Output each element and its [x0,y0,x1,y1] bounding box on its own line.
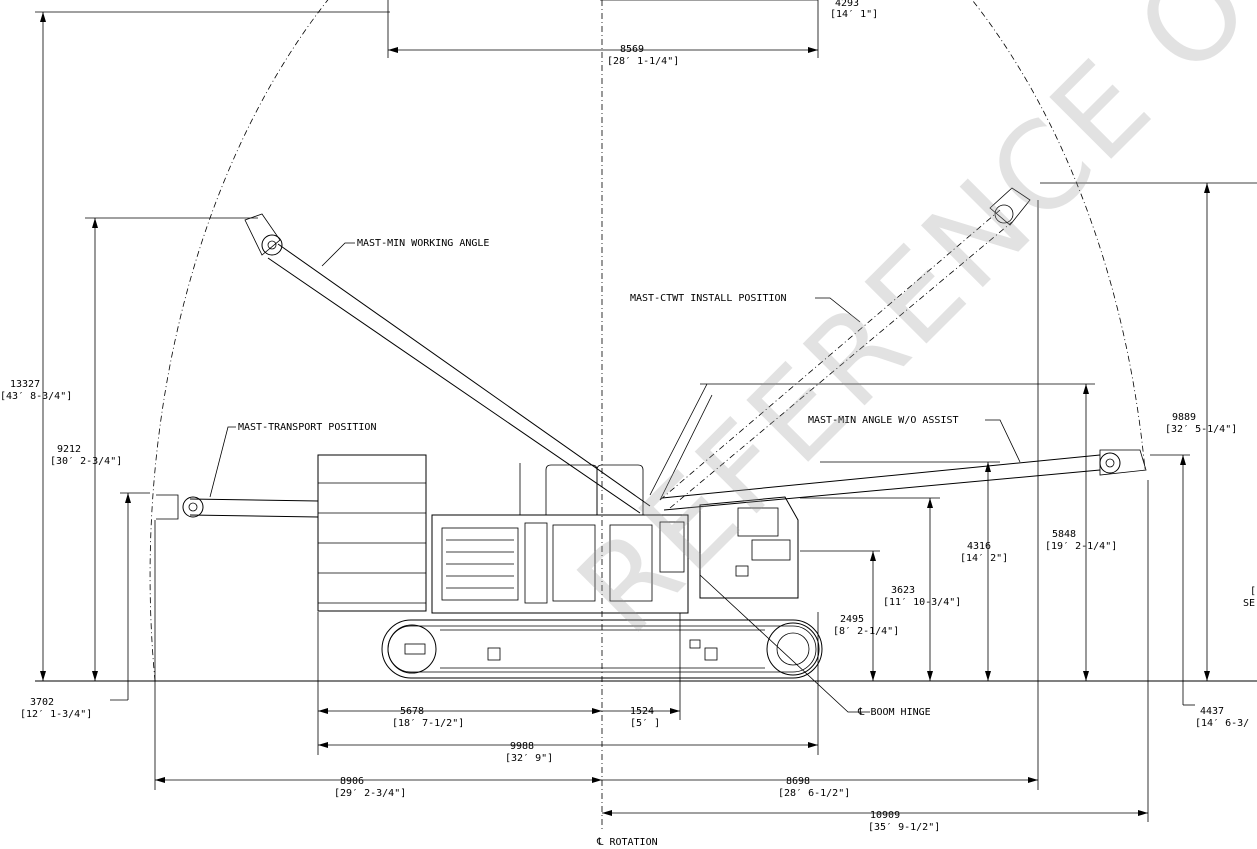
dim-front-reach-value: 8698 [786,776,810,787]
callout-labels: MAST-MIN WORKING ANGLE MAST-TRANSPORT PO… [238,238,1256,848]
dim-transport-height-value: 3702 [30,697,54,708]
dim-track-length-imperial: [32′ 9"] [505,753,553,764]
dim-min-angle-height-imperial: [19′ 2-1/4"] [1045,541,1117,552]
dim-min-working-height-value: 9212 [57,444,81,455]
dim-tail-radius-value: 5678 [400,706,424,717]
dim-rear-reach-imperial: [29′ 2-3/4"] [334,788,406,799]
dim-min-working-height-imperial: [30′ 2-3/4"] [50,456,122,467]
dim-boom-hinge-height-imperial: [8′ 2-1/4"] [833,626,899,637]
edge-fragment-bracket: [ [1250,586,1256,597]
callout-ctwt-install: MAST-CTWT INSTALL POSITION [630,293,787,304]
dim-max-reach-value: 10909 [870,810,900,821]
dim-track-length-value: 9988 [510,741,534,752]
mast-swing-arc [149,0,1146,682]
mast-min-angle-no-assist [661,449,1147,511]
dim-deck-height-imperial: [11′ 10-3/4"] [883,597,961,608]
dim-transport-height-imperial: [12′ 1-3/4"] [20,709,92,720]
callout-min-working-angle: MAST-MIN WORKING ANGLE [357,238,489,249]
callout-min-angle-no-assist: MAST-MIN ANGLE W/O ASSIST [808,415,959,426]
dim-ctwt-install-height-imperial: [32′ 5-1/4"] [1165,424,1237,435]
vertical-dimension-lines [40,12,1210,705]
callout-rotation: ℄ ROTATION [596,837,658,848]
dim-hinge-offset-value: 1524 [630,706,654,717]
dim-top-width-value: 4293 [835,0,859,9]
upper-house [431,463,689,614]
dim-mast-span-imperial: [28′ 1-1/4"] [607,56,679,67]
crawler-track [381,619,823,679]
dim-deck-height-value: 3623 [891,585,915,596]
callout-boom-hinge: ℄ BOOM HINGE [857,707,931,718]
dim-hinge-offset-imperial: [5′ ] [630,718,660,729]
dim-overall-height-value: 13327 [10,379,40,390]
dim-cab-height-imperial: [14′ 2"] [960,553,1008,564]
mast-min-working [244,213,651,514]
dim-boom-hinge-height-value: 2495 [840,614,864,625]
extension-lines [35,0,1257,822]
dim-ctwt-install-height-value: 9889 [1172,412,1196,423]
operator-cab [699,496,799,599]
dim-rear-reach-value: 8906 [340,776,364,787]
dim-min-angle-height-value: 5848 [1052,529,1076,540]
dim-overall-height-imperial: [43′ 8-3/4"] [0,391,72,402]
dim-front-reach-imperial: [28′ 6-1/2"] [778,788,850,799]
dim-mast-span-value: 8569 [620,44,644,55]
callout-transport-position: MAST-TRANSPORT POSITION [238,422,376,433]
horizontal-dimension-lines [155,0,1148,816]
counterweight-stack [317,454,427,612]
dim-top-width-imperial: [14′ 1"] [830,9,878,20]
mast-transport [156,494,319,520]
edge-fragment-se: SE [1243,598,1255,609]
dim-tip-height-imperial: [14′ 6-3/ [1195,718,1249,729]
leader-lines [110,242,1195,713]
dim-tail-radius-imperial: [18′ 7-1/2"] [392,718,464,729]
dim-cab-height-value: 4316 [967,541,991,552]
dimension-labels: 4293 [14′ 1"] 8569 [28′ 1-1/4"] 13327 [4… [0,0,1249,833]
reference-only-watermark: REFERENCE ONLY [552,0,1257,661]
dim-max-reach-imperial: [35′ 9-1/2"] [868,822,940,833]
mast-ctwt-install [649,187,1031,509]
dim-tip-height-value: 4437 [1200,706,1224,717]
